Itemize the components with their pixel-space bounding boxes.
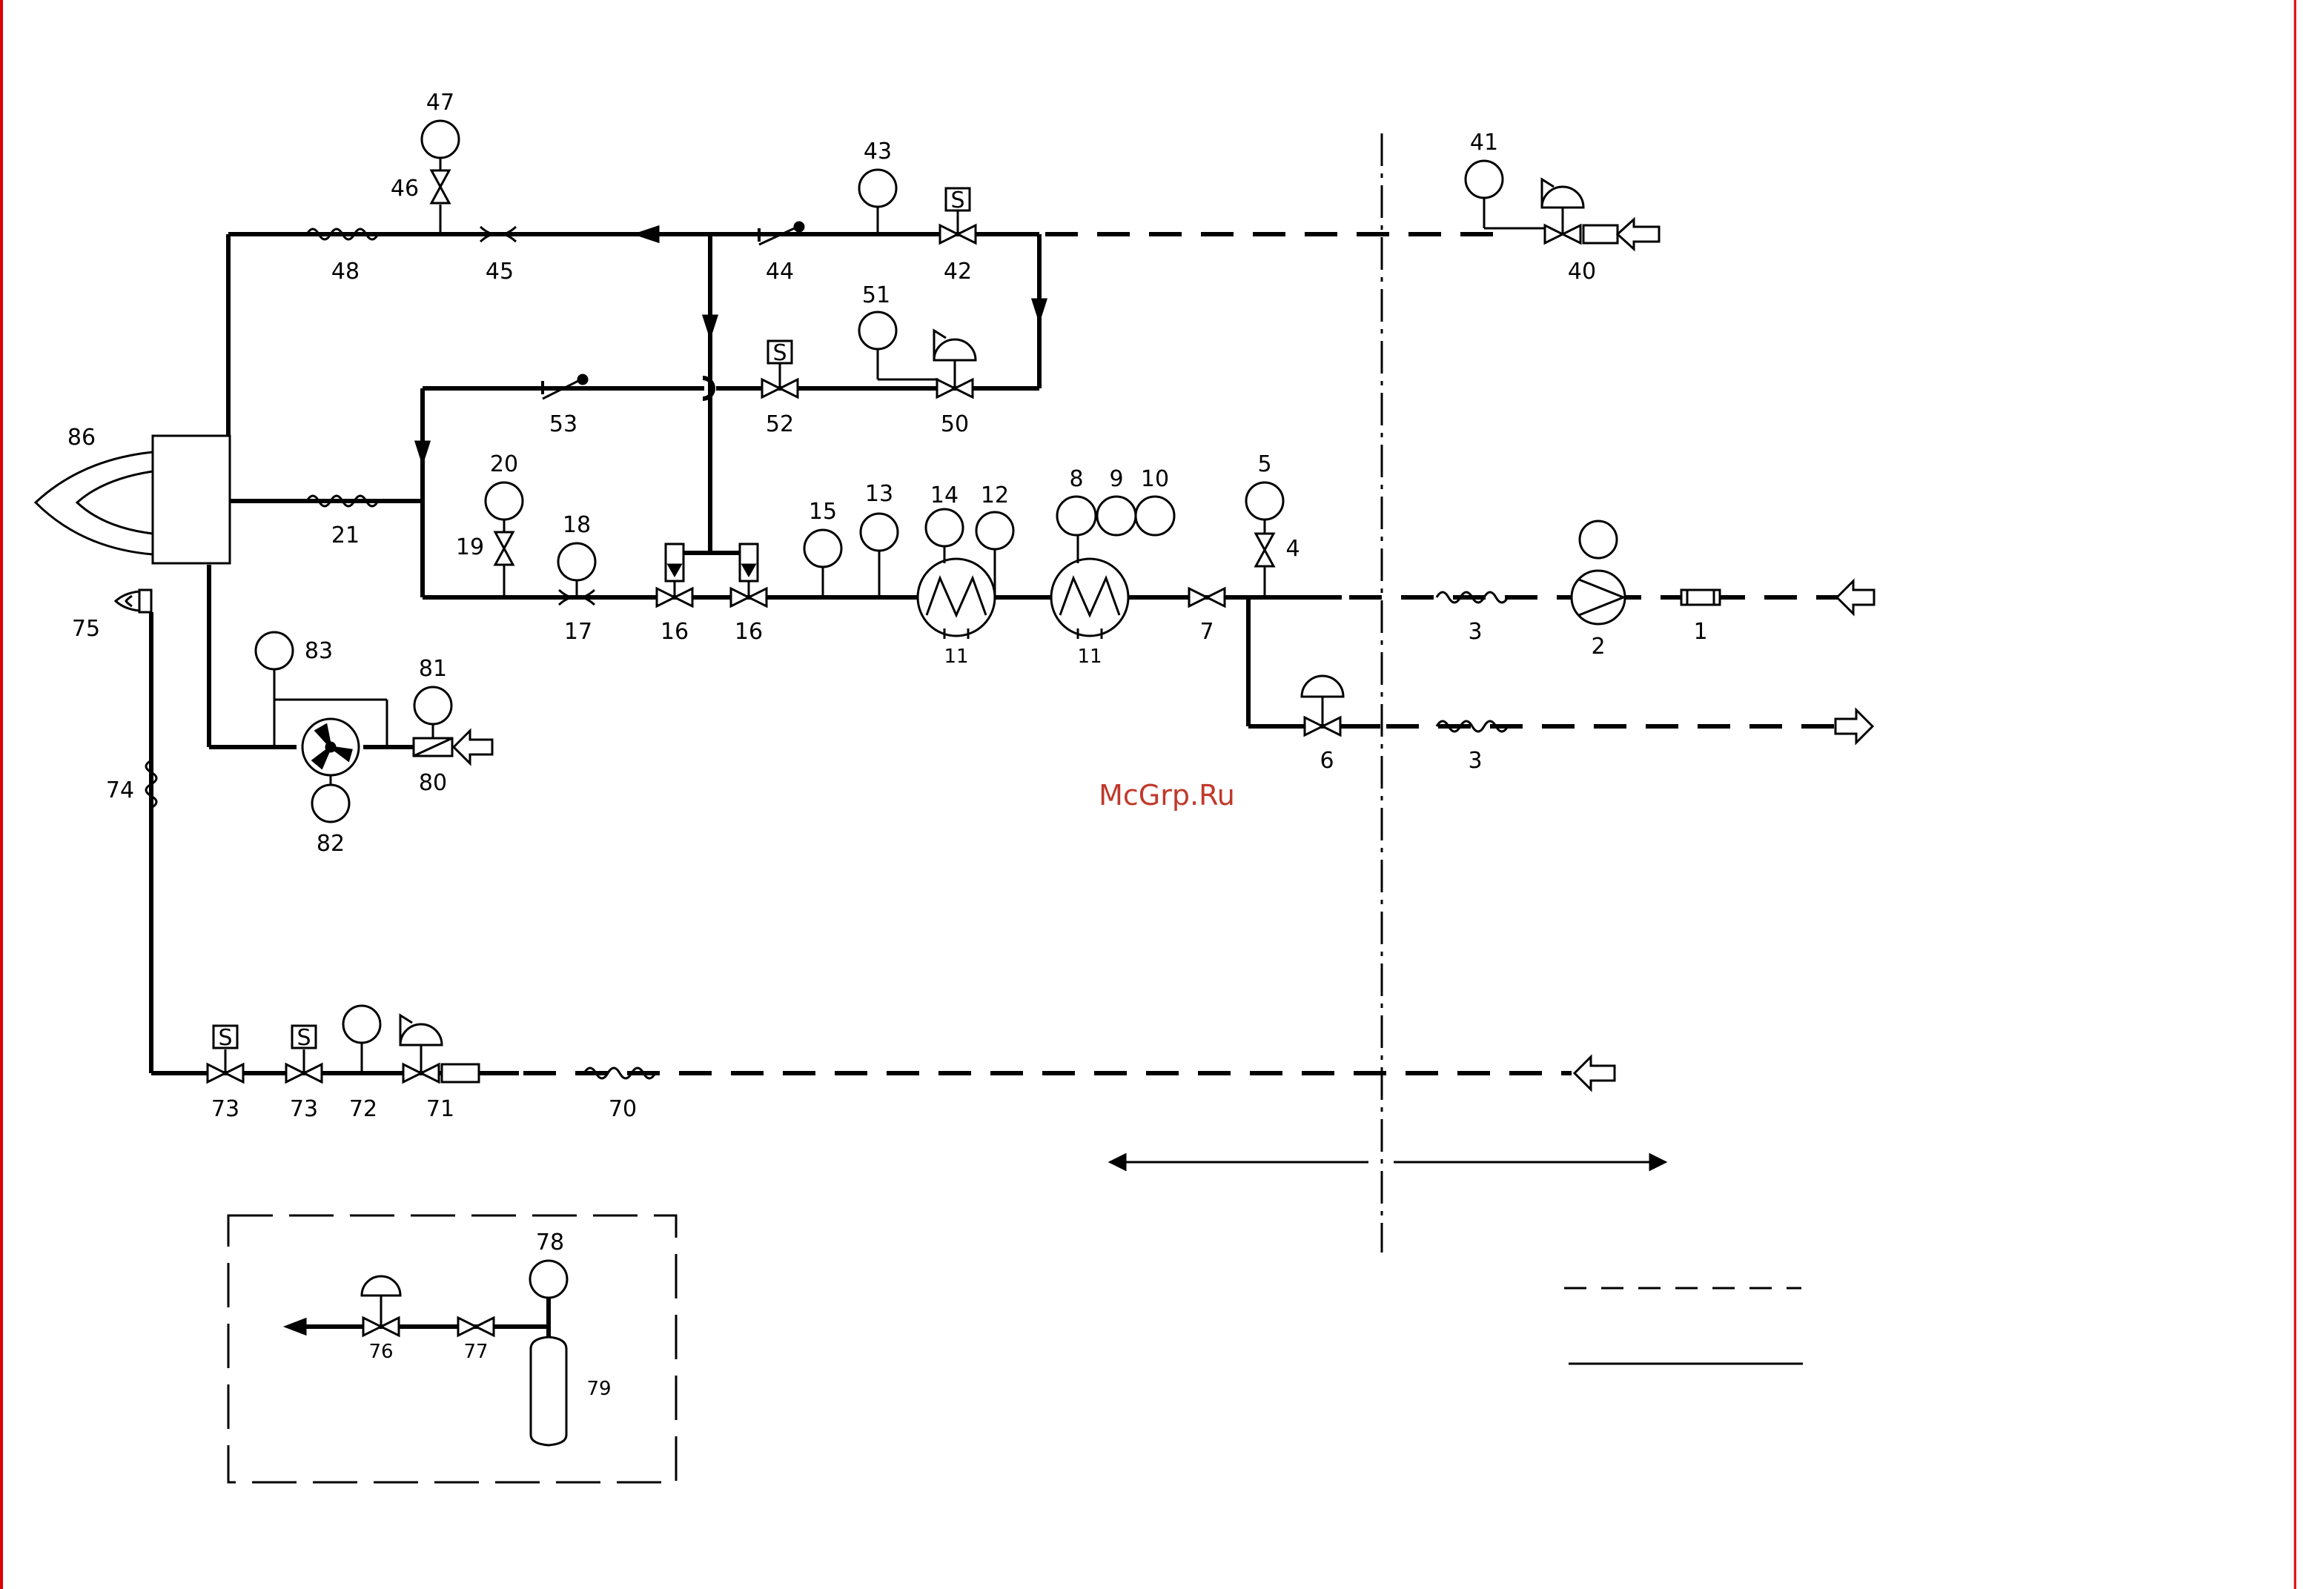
label-7: 7: [1199, 619, 1214, 645]
heater-11a: [918, 509, 1013, 639]
label-11b: 11: [1077, 646, 1102, 668]
solenoid-73b-mark: S: [297, 1025, 311, 1051]
label-8: 8: [1069, 466, 1083, 492]
solenoid-73a-mark: S: [218, 1025, 232, 1051]
label-20: 20: [490, 451, 518, 477]
bottom-pipeline: [151, 612, 1572, 1073]
label-45: 45: [486, 259, 514, 285]
label-13: 13: [865, 481, 893, 507]
unit-86: [36, 436, 230, 563]
label-2: 2: [1591, 634, 1605, 660]
label-9: 9: [1109, 466, 1123, 492]
label-50: 50: [941, 411, 969, 437]
label-72: 72: [349, 1096, 377, 1122]
label-71: 71: [426, 1096, 454, 1122]
label-73a: 73: [211, 1096, 239, 1122]
label-53: 53: [549, 411, 577, 437]
watermark: McGrp.Ru: [1099, 779, 1235, 812]
label-78: 78: [536, 1230, 564, 1255]
label-48: 48: [331, 259, 360, 285]
label-82: 82: [317, 831, 345, 857]
label-79: 79: [586, 1378, 611, 1400]
range-arrows: [1110, 1155, 1665, 1170]
label-40: 40: [1568, 259, 1596, 285]
label-81: 81: [419, 656, 447, 682]
label-10: 10: [1141, 466, 1169, 492]
label-4: 4: [1285, 536, 1300, 562]
label-46: 46: [391, 176, 419, 202]
label-52: 52: [766, 411, 794, 437]
regulator-40: [1466, 161, 1659, 249]
label-3b: 3: [1468, 748, 1482, 774]
label-1: 1: [1693, 619, 1707, 645]
label-17: 17: [564, 619, 592, 645]
label-86: 86: [67, 425, 96, 451]
label-80: 80: [419, 770, 447, 796]
label-73b: 73: [290, 1096, 318, 1122]
label-75: 75: [72, 616, 100, 642]
label-83: 83: [305, 638, 333, 664]
label-21: 21: [331, 523, 360, 548]
label-76: 76: [368, 1341, 393, 1363]
label-11a: 11: [944, 646, 968, 668]
label-3a: 3: [1468, 619, 1482, 645]
fan-block-80-83: [256, 632, 492, 822]
label-14: 14: [930, 482, 959, 508]
label-44: 44: [766, 259, 794, 285]
label-43: 43: [864, 139, 892, 165]
label-16a: 16: [661, 619, 689, 645]
label-18: 18: [563, 512, 591, 538]
label-16b: 16: [735, 619, 763, 645]
label-5: 5: [1257, 451, 1271, 477]
label-77: 77: [463, 1341, 488, 1363]
label-42: 42: [944, 259, 972, 285]
label-12: 12: [981, 482, 1009, 508]
solenoid-42-mark: S: [950, 188, 964, 213]
heater-11b: [1051, 497, 1174, 639]
label-74: 74: [106, 777, 134, 803]
label-41: 41: [1470, 130, 1498, 156]
label-15: 15: [809, 499, 837, 525]
solenoid-52-mark: S: [772, 340, 787, 366]
label-70: 70: [609, 1096, 637, 1122]
label-51: 51: [862, 282, 890, 308]
label-47: 47: [426, 90, 454, 116]
label-19: 19: [456, 534, 484, 560]
cylinder-box: [228, 1215, 676, 1482]
label-6: 6: [1320, 748, 1334, 774]
